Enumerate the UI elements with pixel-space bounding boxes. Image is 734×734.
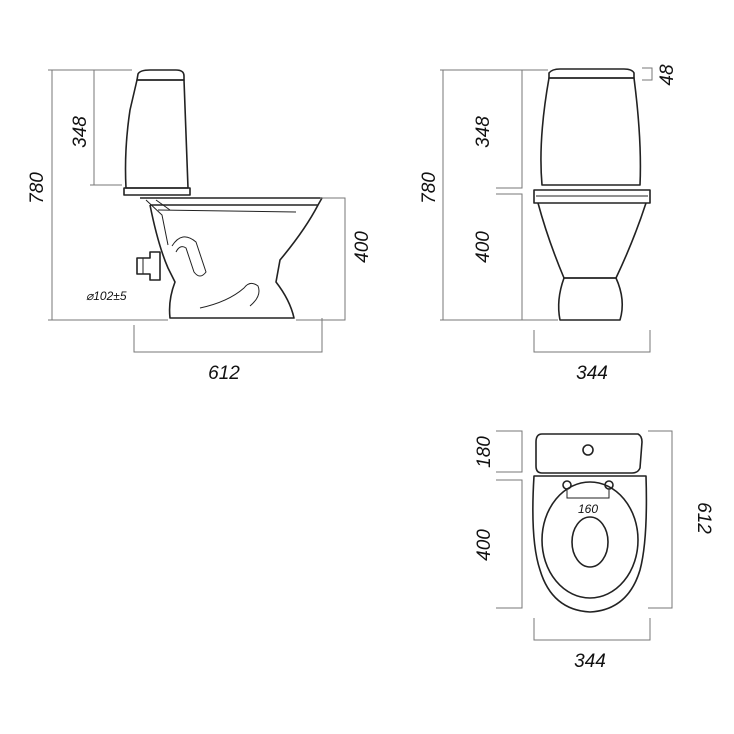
- front-dim-48-line: [642, 67, 653, 81]
- front-view: 780 348 400 48 344: [419, 64, 678, 384]
- front-dim-348: 348: [473, 116, 494, 148]
- front-dim-344: 344: [576, 363, 608, 384]
- side-view: 780 348 400 612 ⌀102±5: [27, 69, 373, 384]
- top-dim-612-line: [648, 430, 673, 609]
- side-seat: [157, 209, 297, 213]
- front-tank: [540, 77, 642, 186]
- front-dim-400-line: [496, 193, 523, 321]
- side-bowl: [149, 204, 319, 319]
- front-dim-344-line: [533, 330, 651, 353]
- side-dim-348: 348: [70, 116, 91, 148]
- side-dim-348-line: [90, 70, 122, 186]
- top-dim-612: 612: [693, 502, 714, 534]
- top-tank: [535, 433, 643, 474]
- side-dim-outlet: ⌀102±5: [86, 289, 127, 303]
- front-dim-400: 400: [473, 231, 494, 263]
- top-view: 160 180 400 612 344: [474, 430, 714, 672]
- side-tank: [124, 79, 189, 189]
- top-flush-button: [582, 444, 594, 456]
- side-dim-612-line: [133, 318, 323, 353]
- front-seat: [533, 189, 651, 204]
- front-tank-lid: [548, 68, 635, 79]
- side-dim-780: 780: [27, 172, 48, 204]
- front-dim-780: 780: [419, 172, 440, 204]
- top-dim-180: 180: [474, 436, 495, 468]
- side-tank-base: [123, 187, 191, 196]
- top-hinge-dim: [566, 489, 610, 499]
- top-seat-outer: [532, 475, 648, 613]
- side-outlet-pipe: [136, 251, 161, 281]
- front-dim-348-line: [496, 69, 523, 189]
- top-seat-ring: [541, 481, 639, 599]
- side-dim-612: 612: [208, 363, 240, 384]
- side-bowl-rim: [140, 197, 323, 206]
- side-trap: [171, 236, 260, 309]
- top-dim-180-line: [496, 430, 523, 473]
- top-dim-344-line: [533, 618, 651, 641]
- top-dim-160: 160: [578, 502, 598, 516]
- top-dim-344: 344: [574, 651, 606, 672]
- top-dim-400: 400: [474, 529, 495, 561]
- top-bowl-opening: [571, 516, 609, 568]
- front-dim-780-line: [440, 69, 558, 321]
- front-bowl: [537, 202, 647, 279]
- side-dim-780-line: [48, 69, 168, 321]
- top-hinge-left: [562, 480, 572, 490]
- side-dim-400-line: [296, 197, 346, 321]
- top-dim-400-line: [496, 479, 523, 609]
- front-dim-48: 48: [657, 64, 678, 86]
- front-pedestal: [557, 277, 624, 321]
- side-tank-lid: [136, 69, 185, 81]
- side-inner-wall: [145, 199, 171, 246]
- side-dim-400: 400: [352, 231, 373, 263]
